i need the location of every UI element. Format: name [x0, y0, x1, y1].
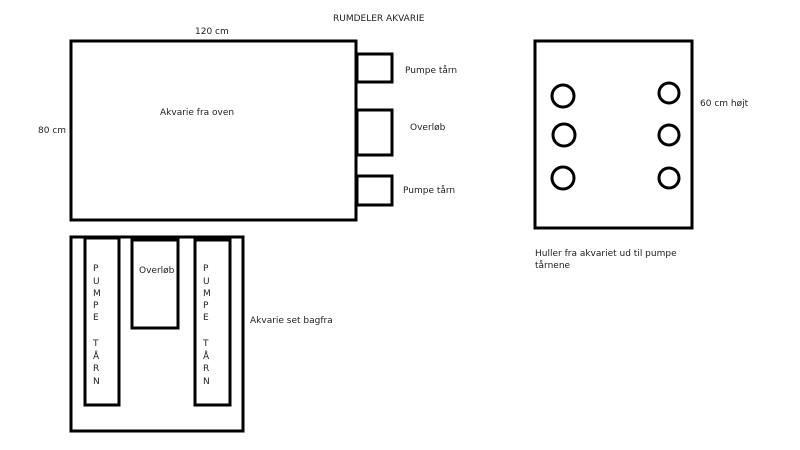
left-tower [83, 236, 121, 407]
tank-top-label: Akvarie fra oven [160, 108, 234, 118]
tower-letter: N [93, 377, 100, 387]
tower-letter: P [93, 301, 99, 311]
tower-letter: T [92, 339, 99, 349]
height-label: 60 cm højt [700, 99, 749, 109]
width-label: 120 cm [195, 27, 229, 37]
pump-tower-label-2: Pumpe tårn [403, 185, 455, 196]
holes-caption-1: Huller fra akvariet ud til pumpe [535, 249, 677, 259]
hole [657, 166, 681, 190]
tower-letter: T [202, 339, 209, 349]
side-panel-outline [533, 39, 694, 230]
hole [551, 122, 577, 148]
hole [657, 123, 681, 147]
tower-letter: P [203, 264, 209, 274]
tower-letter: P [203, 301, 209, 311]
back-view-label: Akvarie set bagfra [250, 316, 333, 326]
hole [550, 165, 576, 191]
hole [657, 81, 681, 105]
tower-letter: U [203, 277, 210, 287]
tower-letter: N [203, 377, 210, 387]
tower-letter: M [203, 289, 211, 299]
tower-letter: U [93, 277, 100, 287]
right-tower [193, 238, 232, 407]
tower-letter: E [93, 313, 99, 323]
top-view: 120 cm 80 cm Akvarie fra oven Pumpe tårn… [38, 27, 457, 222]
pump-tower-label-1: Pumpe tårn [405, 65, 457, 76]
back-overflow [130, 238, 180, 330]
overflow-box [355, 108, 394, 157]
tower-letter: Å [203, 350, 210, 362]
holes-caption-2: tårnene [535, 260, 571, 271]
tower-letter: E [203, 313, 209, 323]
pump-tower-box-2 [355, 174, 394, 207]
overflow-label: Overløb [410, 123, 446, 133]
diagram-title: RUMDELER AKVARIE [333, 14, 425, 24]
back-overflow-label: Overløb [139, 266, 175, 276]
depth-label: 80 cm [38, 126, 66, 136]
tank-top-outline [69, 39, 358, 222]
pump-tower-box-1 [355, 52, 394, 84]
tower-letter: M [93, 289, 101, 299]
tank-back-outline [69, 235, 245, 433]
hole [550, 83, 576, 109]
tower-letter: R [203, 364, 209, 374]
tower-letter: P [93, 264, 99, 274]
side-panel: 60 cm højt Huller fra akvariet ud til pu… [533, 39, 749, 271]
tower-letter: Å [93, 350, 100, 362]
tower-letter: R [93, 364, 99, 374]
